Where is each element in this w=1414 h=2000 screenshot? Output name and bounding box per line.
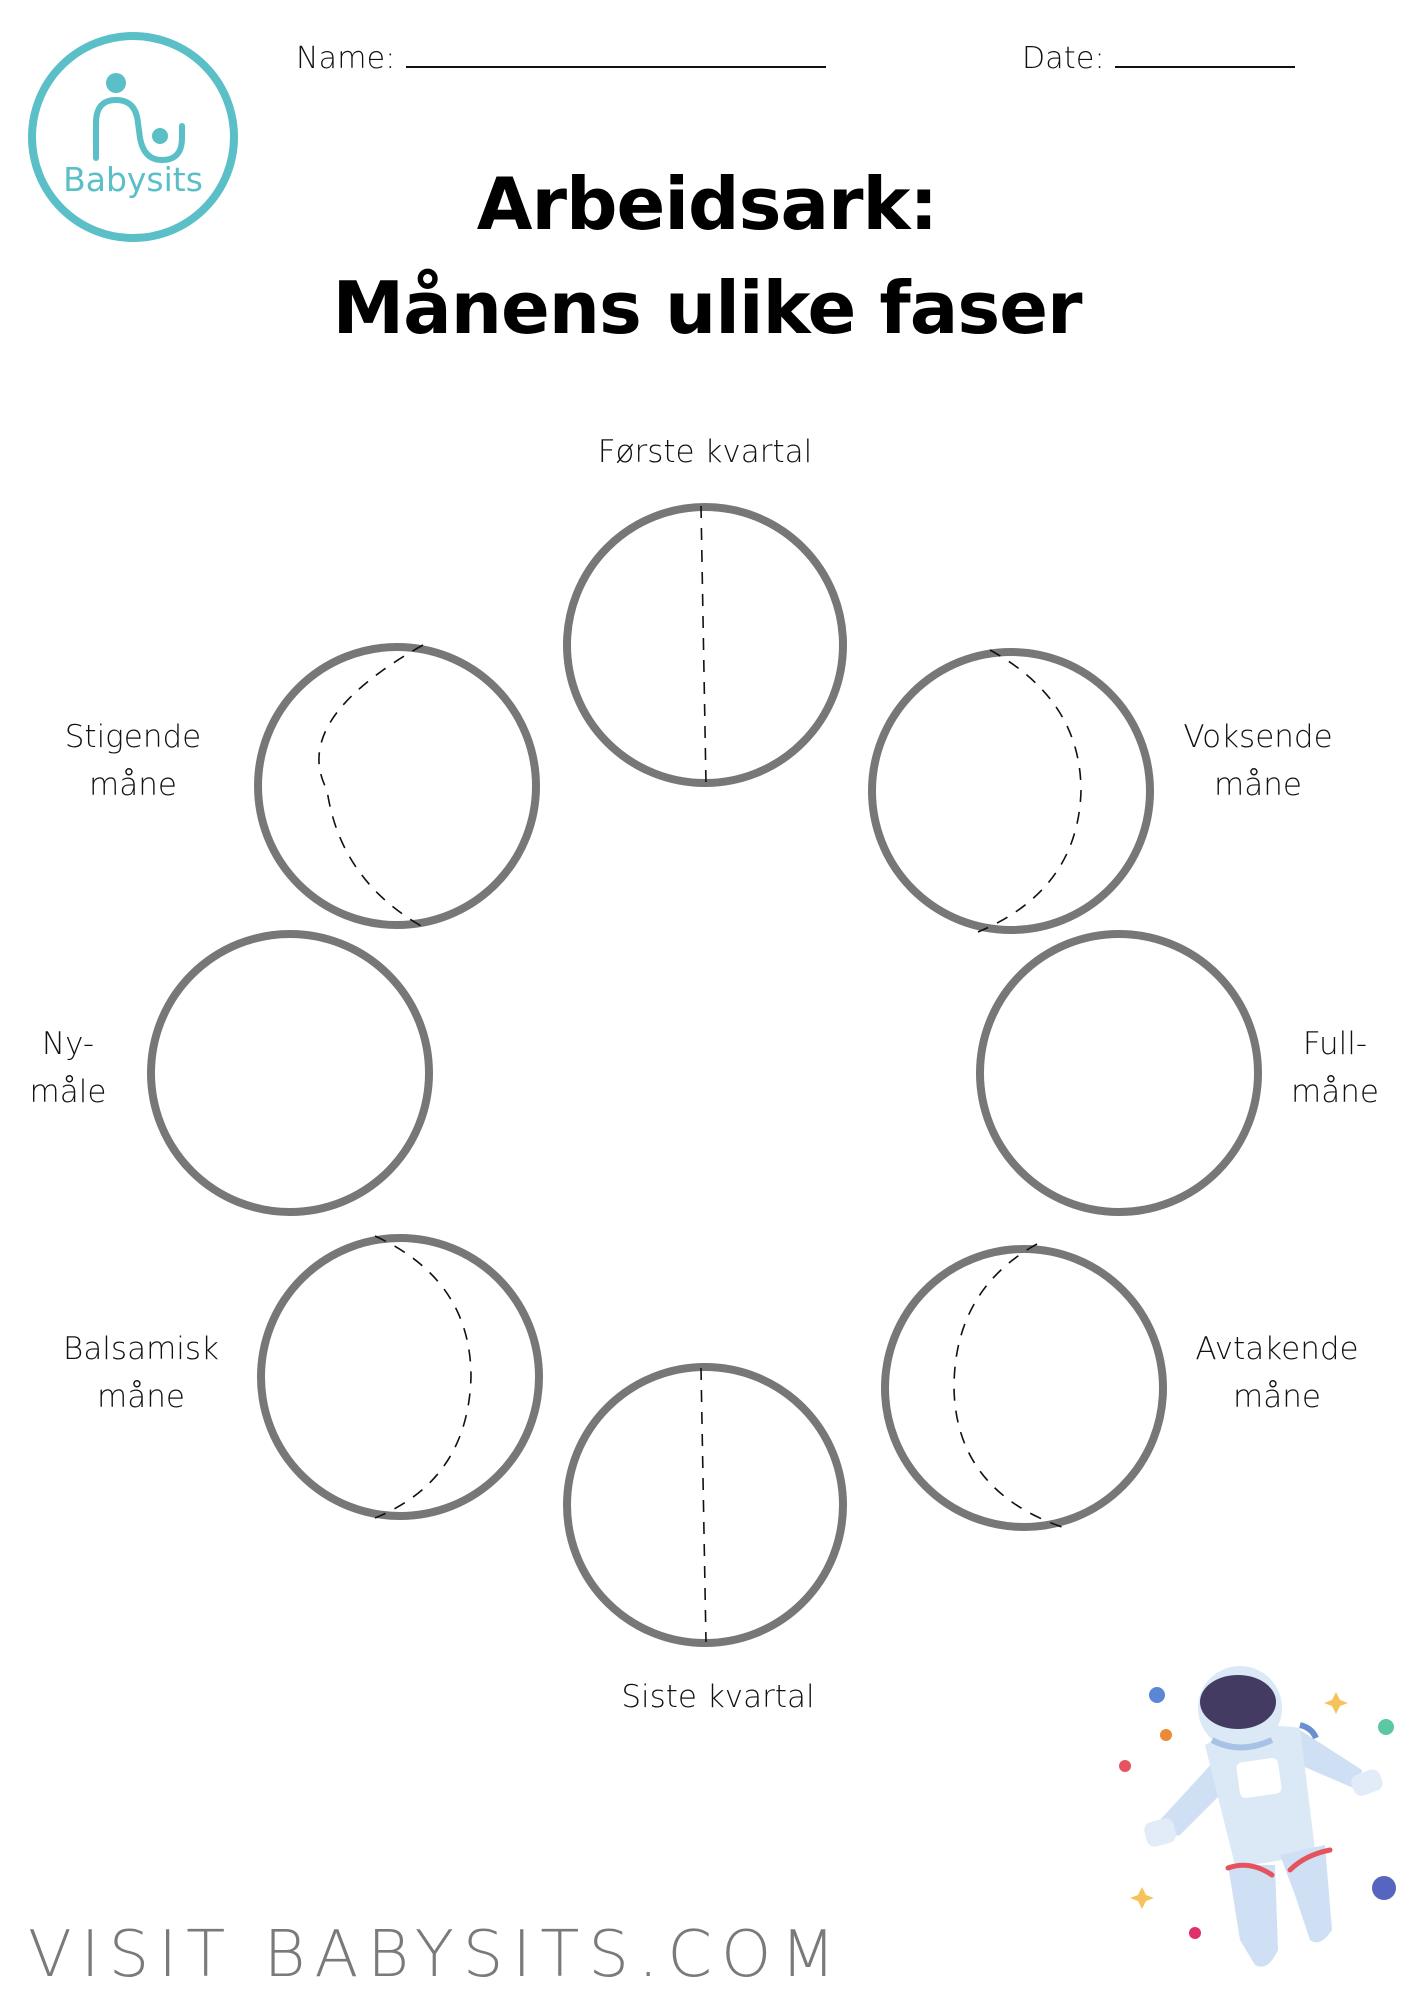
moon-circle-balsamisk-mane[interactable] <box>257 1234 543 1520</box>
label-siste-kvartal: Siste kvartal <box>598 1673 838 1721</box>
name-input-line[interactable] <box>405 38 826 68</box>
label-line: Ny- <box>41 1026 95 1062</box>
label-line: Full- <box>1302 1026 1368 1062</box>
label-line: Voksende <box>1183 719 1333 755</box>
guide-arc-voksende-mane <box>977 649 1082 933</box>
moon-circle-fullmane[interactable] <box>976 930 1262 1216</box>
guide-arc-stigende-mane <box>318 644 424 928</box>
label-nymale: Ny- måle <box>0 1020 188 1116</box>
label-line: Avtakende <box>1195 1331 1359 1367</box>
date-input-line[interactable] <box>1114 38 1295 68</box>
title-line-1: Arbeidsark: <box>476 162 938 246</box>
guide-arc-avtakende-mane <box>953 1243 1063 1528</box>
label-voksende-mane: Voksende måne <box>1138 713 1378 809</box>
moon-circle-voksende-mane[interactable] <box>868 648 1154 934</box>
babysits-logo: Babysits <box>24 28 242 246</box>
label-line: måne <box>1214 767 1302 803</box>
name-label: Name: <box>296 41 396 76</box>
logo-text: Babysits <box>63 160 203 199</box>
babysits-logo-icon: Babysits <box>28 32 238 242</box>
date-label: Date: <box>1022 41 1105 76</box>
guide-line-siste-kvartal <box>700 1367 707 1643</box>
label-line: måne <box>1233 1379 1321 1415</box>
moon-circle-stigende-mane[interactable] <box>254 643 540 929</box>
moon-circle-siste-kvartal[interactable] <box>563 1363 847 1647</box>
label-line: måne <box>1291 1074 1379 1110</box>
label-avtakende-mane: Avtakende måne <box>1157 1325 1397 1421</box>
label-line: Balsamisk <box>63 1331 219 1367</box>
label-line: Stigende <box>64 719 202 755</box>
title-line-2: Månens ulike faser <box>332 266 1082 350</box>
moon-circle-nymale[interactable] <box>147 930 433 1216</box>
guide-line-forste-kvartal <box>700 505 707 785</box>
moon-circle-avtakende-mane[interactable] <box>881 1245 1167 1531</box>
label-stigende-mane: Stigende måne <box>13 713 253 809</box>
footer-website-text: VISIT BABYSITS.COM <box>28 1918 845 1992</box>
label-balsamisk-mane: Balsamisk måne <box>21 1325 261 1421</box>
label-forste-kvartal: Første kvartal <box>585 428 825 476</box>
guide-arc-balsamisk-mane <box>374 1235 472 1519</box>
label-line: Siste kvartal <box>621 1679 815 1715</box>
astronaut-illustration-icon <box>1119 1666 1396 1967</box>
label-line: måne <box>97 1379 185 1415</box>
label-line: måne <box>89 767 177 803</box>
page-title: Arbeidsark: Månens ulike faser <box>0 152 1414 360</box>
label-line: måle <box>29 1074 107 1110</box>
label-line: Første kvartal <box>597 434 813 470</box>
moon-circle-forste-kvartal[interactable] <box>563 503 847 787</box>
name-field[interactable]: Name: <box>296 38 826 76</box>
date-field[interactable]: Date: <box>1022 38 1295 76</box>
label-fullmane: Full- måne <box>1215 1020 1414 1116</box>
